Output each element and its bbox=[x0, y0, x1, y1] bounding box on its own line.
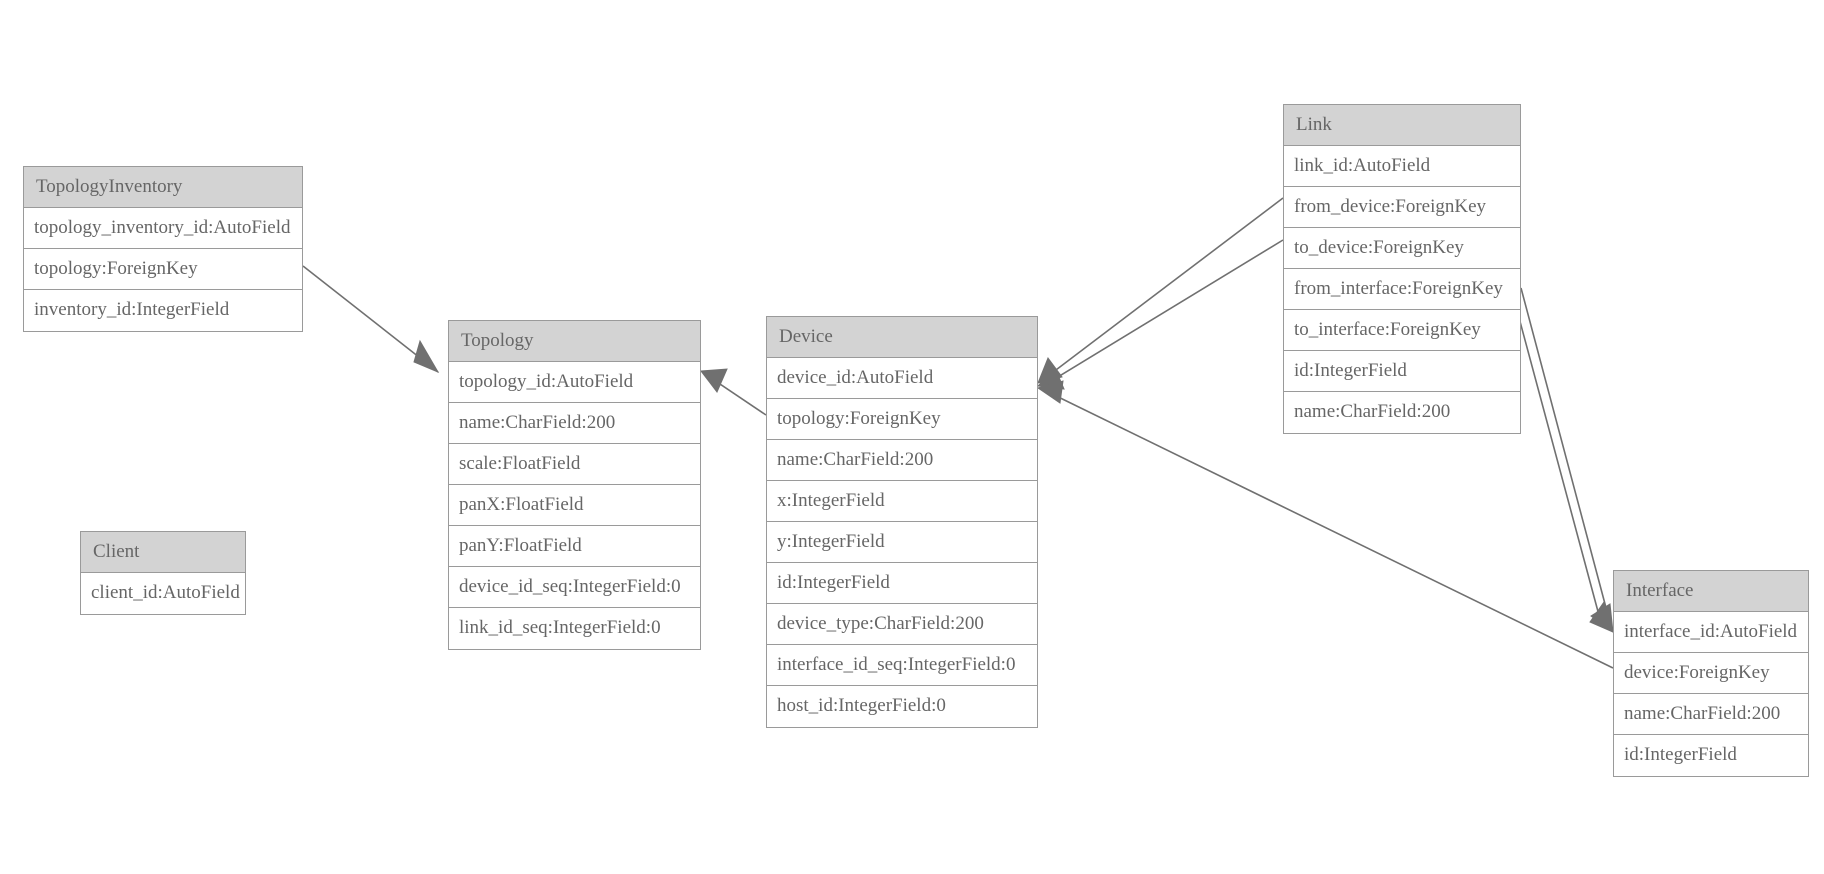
attribute-row[interactable]: inventory_id:IntegerField bbox=[24, 290, 302, 331]
attribute-row[interactable]: topology:ForeignKey bbox=[24, 249, 302, 290]
entity-title-interface: Interface bbox=[1614, 571, 1808, 612]
attribute-row[interactable]: link_id_seq:IntegerField:0 bbox=[449, 608, 700, 649]
relationship-arrowhead bbox=[1037, 356, 1063, 384]
rel-device-topology bbox=[700, 368, 767, 416]
relationship-line bbox=[1520, 287, 1610, 620]
attribute-row[interactable]: device_type:CharField:200 bbox=[767, 604, 1037, 645]
attribute-row[interactable]: name:CharField:200 bbox=[767, 440, 1037, 481]
attribute-row[interactable]: panX:FloatField bbox=[449, 485, 700, 526]
rel-link-todevice-device bbox=[1036, 239, 1284, 390]
rel-link-tointerface-interface bbox=[1510, 287, 1614, 633]
attribute-row[interactable]: interface_id:AutoField bbox=[1614, 612, 1808, 653]
attribute-row[interactable]: to_interface:ForeignKey bbox=[1284, 310, 1520, 351]
rel-topologyinventory-topology bbox=[302, 265, 440, 374]
attribute-row[interactable]: to_device:ForeignKey bbox=[1284, 228, 1520, 269]
attribute-row[interactable]: name:CharField:200 bbox=[449, 403, 700, 444]
rel-link-fromdevice-device bbox=[1037, 197, 1284, 384]
relationship-line bbox=[710, 377, 767, 416]
attribute-row[interactable]: panY:FloatField bbox=[449, 526, 700, 567]
entity-title-topology_inventory: TopologyInventory bbox=[24, 167, 302, 208]
attribute-row[interactable]: id:IntegerField bbox=[767, 563, 1037, 604]
relationship-line bbox=[1047, 197, 1284, 377]
attribute-row[interactable]: topology_inventory_id:AutoField bbox=[24, 208, 302, 249]
attribute-row[interactable]: id:IntegerField bbox=[1284, 351, 1520, 392]
attribute-row[interactable]: topology_id:AutoField bbox=[449, 362, 700, 403]
attribute-row[interactable]: device:ForeignKey bbox=[1614, 653, 1808, 694]
relationship-line bbox=[1510, 287, 1601, 620]
attribute-row[interactable]: name:CharField:200 bbox=[1284, 392, 1520, 433]
attribute-row[interactable]: y:IntegerField bbox=[767, 522, 1037, 563]
entity-title-device: Device bbox=[767, 317, 1037, 358]
attribute-row[interactable]: scale:FloatField bbox=[449, 444, 700, 485]
attribute-row[interactable]: topology:ForeignKey bbox=[767, 399, 1037, 440]
relationship-arrowhead bbox=[1589, 600, 1614, 633]
attribute-row[interactable]: id:IntegerField bbox=[1614, 735, 1808, 776]
attribute-row[interactable]: from_interface:ForeignKey bbox=[1284, 269, 1520, 310]
attribute-row[interactable]: device_id:AutoField bbox=[767, 358, 1037, 399]
attribute-row[interactable]: name:CharField:200 bbox=[1614, 694, 1808, 735]
relationship-line bbox=[1047, 239, 1284, 384]
relationship-line bbox=[302, 265, 439, 373]
relationship-arrowhead bbox=[700, 368, 728, 393]
attribute-row[interactable]: client_id:AutoField bbox=[81, 573, 245, 614]
relationship-arrowhead bbox=[1036, 367, 1065, 390]
attribute-row[interactable]: link_id:AutoField bbox=[1284, 146, 1520, 187]
attribute-row[interactable]: device_id_seq:IntegerField:0 bbox=[449, 567, 700, 608]
attribute-row[interactable]: from_device:ForeignKey bbox=[1284, 187, 1520, 228]
attribute-row[interactable]: x:IntegerField bbox=[767, 481, 1037, 522]
entity-title-topology: Topology bbox=[449, 321, 700, 362]
attribute-row[interactable]: host_id:IntegerField:0 bbox=[767, 686, 1037, 727]
entity-attributes-client: client_id:AutoField bbox=[81, 573, 245, 614]
entity-title-client: Client bbox=[81, 532, 245, 573]
relationship-arrowhead bbox=[413, 339, 440, 374]
attribute-row[interactable]: interface_id_seq:IntegerField:0 bbox=[767, 645, 1037, 686]
entity-title-link: Link bbox=[1284, 105, 1520, 146]
rel-link-frominterface-interface bbox=[1520, 287, 1614, 634]
relationship-arrowhead bbox=[1590, 603, 1614, 634]
relationship-arrowhead bbox=[1036, 380, 1064, 404]
